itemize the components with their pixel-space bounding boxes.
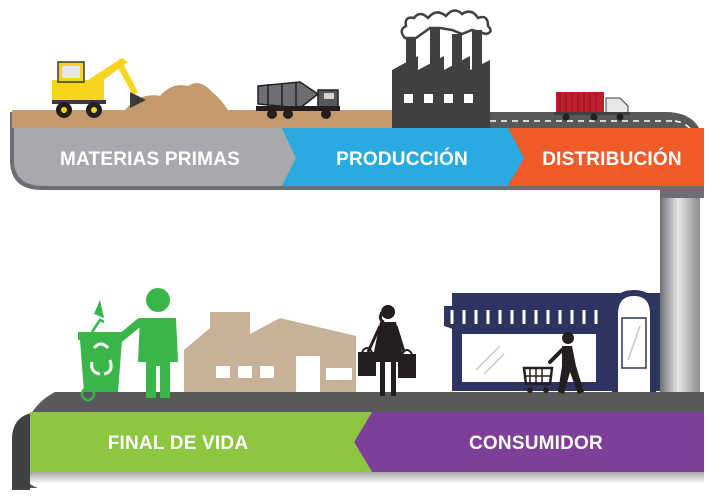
label-production: PRODUCCIÓN <box>336 148 468 170</box>
store-icon <box>444 290 660 392</box>
bottom-band: FINAL DE VIDA CONSUMIDOR <box>12 392 704 490</box>
ground-strip <box>12 110 482 128</box>
label-end-of-life: FINAL DE VIDA <box>108 433 249 454</box>
stage-distribution <box>508 128 704 186</box>
soil-pile-icon <box>125 83 228 110</box>
truck-icon <box>554 92 630 121</box>
right-connector <box>660 182 700 412</box>
stage-raw-materials <box>14 128 296 186</box>
person-icon <box>114 288 178 398</box>
recycle-bin-icon <box>78 300 124 402</box>
woman-bags-icon <box>358 305 416 396</box>
label-consumer: CONSUMIDOR <box>469 433 603 454</box>
label-raw-materials: MATERIAS PRIMAS <box>60 149 240 170</box>
label-distribution: DISTRIBUCIÓN <box>542 148 682 170</box>
excavator-icon <box>52 58 146 118</box>
stage-end-of-life <box>30 412 372 472</box>
top-band: MATERIAS PRIMAS PRODUCCIÓN DISTRIBUCIÓN <box>10 110 704 198</box>
stage-production <box>282 128 524 186</box>
factory-icon <box>392 9 492 128</box>
cement-mixer-icon <box>256 81 340 119</box>
stage-consumer <box>354 412 704 472</box>
house-icon <box>184 312 356 392</box>
shopper-cart-icon <box>522 332 584 394</box>
